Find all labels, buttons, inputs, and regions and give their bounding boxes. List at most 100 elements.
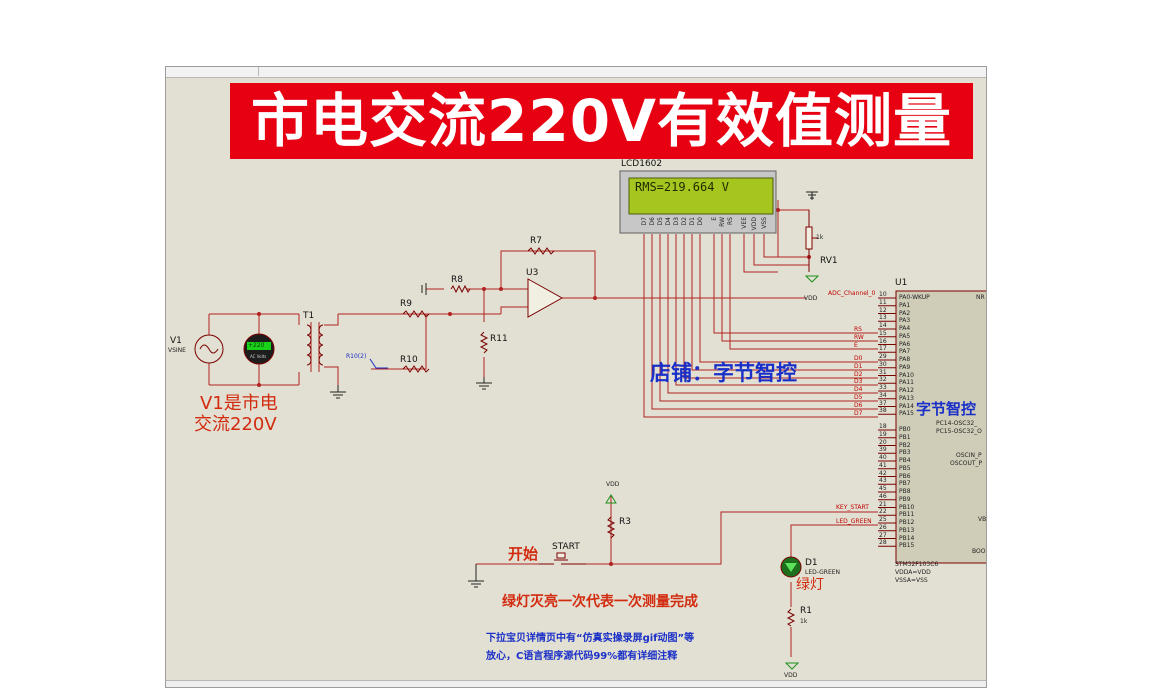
lcd-pin-label: E xyxy=(711,217,718,221)
d1-label: D1 xyxy=(805,558,818,568)
mcu-pin-number: 16 xyxy=(879,337,887,345)
mcu-pin-number: 26 xyxy=(879,523,887,531)
mcu-pin-number: 12 xyxy=(879,306,887,314)
bus-net-label: D1 xyxy=(854,363,863,370)
schematic-window: 市电交流220V有效值测量 LCD1602 RMS=219.664 V VSS V… xyxy=(165,66,987,688)
lcd-display-text: RMS=219.664 V xyxy=(635,180,729,194)
mcu-pin-number: 21 xyxy=(879,500,887,508)
note-measure: 绿灯灭亮一次代表一次测量完成 xyxy=(502,594,698,610)
mcu-pin-name: PA14 xyxy=(899,402,914,410)
mcu-pin-name: PA10 xyxy=(899,371,914,379)
mcu-pin-name: PA9 xyxy=(899,363,911,371)
note-shop: 店铺：字节智控 xyxy=(650,361,797,385)
start-switch-label: START xyxy=(552,542,580,552)
lcd-label: LCD1602 xyxy=(621,159,663,169)
mcu-pin-name: PB2 xyxy=(899,441,911,449)
meter-value: +220 xyxy=(248,342,265,349)
mcu-pin-name: PB5 xyxy=(899,464,911,472)
mcu-pin-number: 19 xyxy=(879,430,887,438)
vdd-bottom-r1: VDD xyxy=(784,672,798,679)
mcu-pin-number: 22 xyxy=(879,508,887,516)
mcu-pin-number: 28 xyxy=(879,539,887,547)
mcu-pin-number: 39 xyxy=(879,446,887,454)
mcu-pin-name: PA8 xyxy=(899,356,911,363)
mcu-pin-name: PA0-WKUP xyxy=(899,294,930,301)
lcd-pin-label: D4 xyxy=(665,217,672,226)
r7-label: R7 xyxy=(530,236,542,246)
lcd-pin-label: VEE xyxy=(741,217,748,229)
mcu-pin-name: PA12 xyxy=(899,387,914,394)
mcu-pin-number: 25 xyxy=(879,516,887,523)
mcu-pin-name: PB4 xyxy=(899,457,911,464)
bus-net-label: D4 xyxy=(854,386,863,393)
mcu-pin-name: PB0 xyxy=(899,426,911,433)
bus-net-label: D7 xyxy=(854,410,863,417)
mcu-pin-name: PA5 xyxy=(899,332,911,340)
mcu-pin-name: PB15 xyxy=(899,542,915,550)
mcu-power-line: VDDA=VDD xyxy=(895,569,931,576)
mcu-pin-number: 29 xyxy=(879,353,887,360)
r10-probe-label: R10(2) xyxy=(346,353,367,360)
mcu-pin-name: PB9 xyxy=(899,495,911,503)
mcu-pin-number: 37 xyxy=(879,399,887,407)
vdd-net-label: VDD xyxy=(804,295,818,302)
v1-type: VSINE xyxy=(168,347,186,354)
mcu-edge-pin: BOO xyxy=(972,548,986,555)
mcu-pin-name: PA3 xyxy=(899,317,911,325)
mcu-edge-pin: VB xyxy=(978,516,987,523)
mcu-pin-number: 10 xyxy=(879,291,887,298)
toolbar-tab[interactable] xyxy=(238,67,259,76)
lcd-pin-label: RS xyxy=(727,217,734,225)
lcd-pin-label: VSS xyxy=(761,217,768,229)
mcu-pin-number: 14 xyxy=(879,322,887,329)
mcu-pin-number: 45 xyxy=(879,485,887,492)
bus-net-label: RS xyxy=(854,326,862,333)
meter-unit: AC Volts xyxy=(250,354,267,359)
bus-net-label: D6 xyxy=(854,402,863,409)
lcd-pin-label: D3 xyxy=(673,217,680,226)
mcu-pin-name: PA13 xyxy=(899,394,914,402)
mcu-right-pin: OSCOUT_P xyxy=(950,460,983,467)
lcd-pin-label: D0 xyxy=(697,217,704,226)
mcu-pin-number: 32 xyxy=(879,376,887,384)
schematic-wires xyxy=(194,170,986,670)
bus-net-label: E xyxy=(854,342,858,349)
bus-net-label: D3 xyxy=(854,378,863,385)
mcu-pin-number: 38 xyxy=(879,407,887,415)
mcu-pin-number: 20 xyxy=(879,438,887,446)
mcu-pin-number: 34 xyxy=(879,391,887,399)
rv1-value: 1k xyxy=(816,234,824,241)
mcu-label: U1 xyxy=(895,278,908,288)
r11-label: R11 xyxy=(490,334,508,344)
mcu-pin-number: 30 xyxy=(879,360,887,368)
r3-label: R3 xyxy=(619,517,631,527)
mcu-pin-name: PA1 xyxy=(899,301,911,309)
page-title: 市电交流220V有效值测量 xyxy=(230,83,973,159)
vdd-top-r3: VDD xyxy=(606,481,620,488)
mcu-pin-name: PA6 xyxy=(899,340,911,348)
v1-label: V1 xyxy=(170,336,182,346)
note-brand: 字节智控 xyxy=(916,400,977,418)
mcu-pin-number: 18 xyxy=(879,423,887,430)
bus-net-label: RW xyxy=(854,334,864,341)
r8-label: R8 xyxy=(451,275,463,285)
mcu-pin-number: 31 xyxy=(879,368,887,376)
t1-label: T1 xyxy=(303,311,315,321)
note-v1-line2: 交流220V xyxy=(194,414,277,435)
mcu-pin-name: PB8 xyxy=(899,488,911,495)
mcu-pin-number: 27 xyxy=(879,531,887,539)
mcu-pin-number: 40 xyxy=(879,454,887,461)
mcu-pin-name: PB13 xyxy=(899,526,915,534)
r10-label: R10 xyxy=(400,355,418,365)
note-v1-line1: V1是市电 xyxy=(200,393,278,414)
mcu-right-pin: PC14-OSC32_ xyxy=(936,420,978,427)
mcu-pin-name: PB14 xyxy=(899,534,915,542)
bus-net-label: D0 xyxy=(854,355,863,362)
mcu-right-pin: OSCIN_P xyxy=(956,452,982,459)
mcu-pin-name: PA2 xyxy=(899,309,911,317)
status-strip xyxy=(166,680,986,687)
r1-label: R1 xyxy=(800,606,812,616)
mcu-pin-number: 15 xyxy=(879,329,887,337)
toolbar-strip xyxy=(166,67,986,78)
r9-label: R9 xyxy=(400,299,412,309)
